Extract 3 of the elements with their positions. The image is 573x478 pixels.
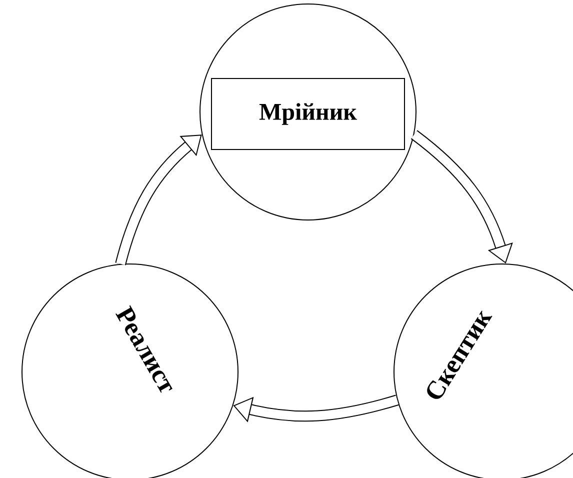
arrow [115, 134, 202, 266]
circle [200, 4, 416, 220]
label-box: Мрійник [211, 78, 405, 150]
